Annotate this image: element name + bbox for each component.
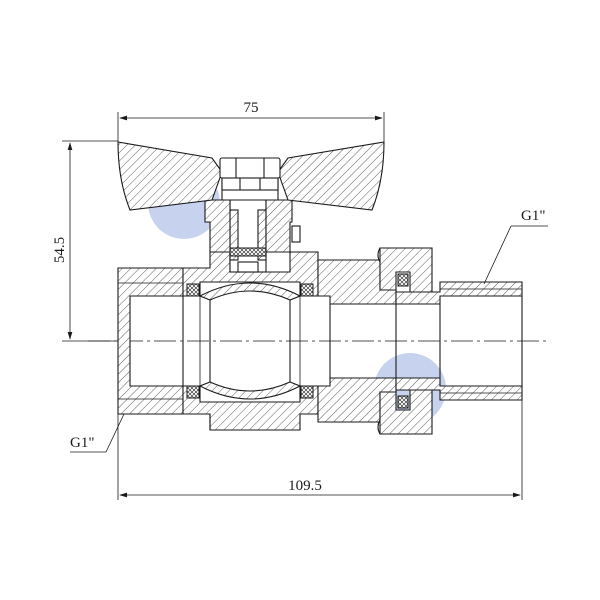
thread-label-left: G1" <box>70 435 94 451</box>
ball-seats <box>186 283 314 399</box>
thread-label-right-group: G1" <box>483 208 548 285</box>
dimension-overall-length: 109.5 <box>117 400 523 500</box>
thread-label-left-group: G1" <box>70 413 125 453</box>
stem-nut <box>204 199 301 253</box>
hex-nut <box>219 157 281 191</box>
dimension-height: 54.5 <box>52 140 118 342</box>
dimension-height-label: 54.5 <box>52 237 68 263</box>
dimension-top-width: 75 <box>117 100 385 145</box>
dimension-overall-length-label: 109.5 <box>288 478 322 494</box>
thread-label-right: G1" <box>521 208 545 224</box>
dimension-top-width-label: 75 <box>244 100 259 116</box>
valve-ball <box>198 282 302 400</box>
union-nut <box>377 247 433 435</box>
tailpiece-right <box>395 281 523 401</box>
